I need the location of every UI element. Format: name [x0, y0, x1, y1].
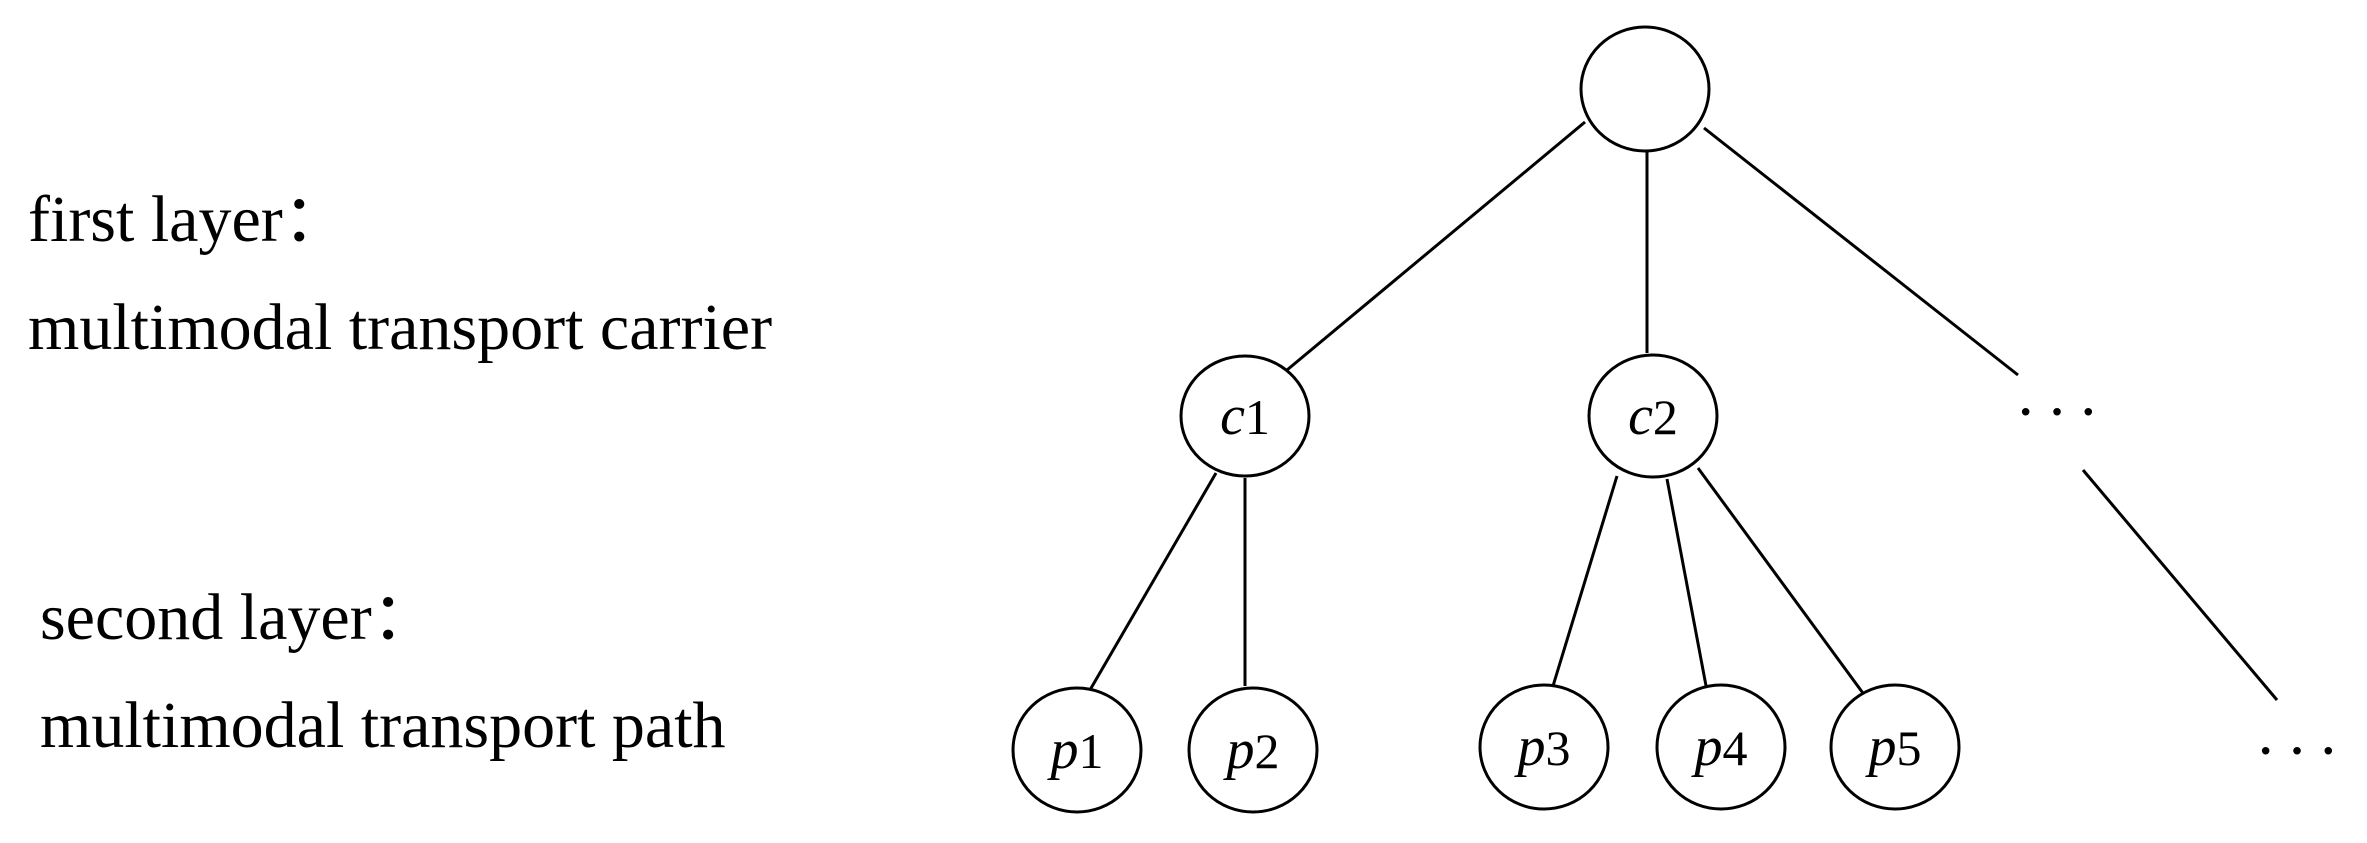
edge-c2-p3 [1551, 475, 1619, 687]
path-node-p1: p1 [1011, 686, 1143, 814]
path-node-p3-label: p3 [1514, 716, 1571, 778]
path-p5-letter: p [1865, 716, 1897, 778]
first-layer-description: multimodal transport carrier [28, 291, 773, 364]
path-p5-index: 5 [1897, 720, 1922, 776]
path-node-p5-label: p5 [1865, 716, 1922, 778]
first-layer-heading: first layer： [28, 183, 349, 256]
edge-more-continuation [2081, 469, 2279, 701]
path-node-p1-label: p1 [1047, 719, 1104, 781]
path-node-p4: p4 [1655, 683, 1787, 811]
path-node-p3: p3 [1478, 683, 1610, 811]
path-p1-letter: p [1047, 719, 1079, 781]
carrier-ellipsis: ··· [2015, 376, 2109, 447]
first-layer-label: first layer： multimodal transport carrie… [28, 166, 772, 382]
path-p1-index: 1 [1079, 723, 1104, 779]
root-node [1579, 25, 1711, 153]
path-node-p2-label: p2 [1223, 719, 1280, 781]
second-layer-heading: second layer： [40, 581, 438, 654]
second-layer-description: multimodal transport path [40, 689, 726, 762]
edge-root-more [1703, 126, 2019, 377]
carrier-c1-index: 1 [1245, 389, 1270, 445]
carrier-c2-index: 2 [1653, 389, 1678, 445]
carrier-node-c2-label: c2 [1628, 385, 1678, 447]
path-p4-index: 4 [1723, 720, 1748, 776]
path-p3-letter: p [1514, 716, 1546, 778]
carrier-node-c1-label: c1 [1220, 385, 1270, 447]
path-p3-index: 3 [1546, 720, 1571, 776]
carrier-node-c2: c2 [1587, 353, 1719, 479]
edge-root-c1 [1286, 120, 1586, 372]
path-p2-letter: p [1223, 719, 1255, 781]
edge-c2-p5 [1696, 467, 1870, 701]
path-ellipsis: ··· [2255, 715, 2349, 786]
path-node-p2: p2 [1187, 686, 1319, 814]
path-node-p4-label: p4 [1691, 716, 1748, 778]
second-layer-label: second layer： multimodal transport path [40, 564, 726, 780]
edge-c1-p1 [1081, 472, 1218, 703]
carrier-node-c1: c1 [1179, 354, 1311, 478]
carrier-c2-letter: c [1628, 385, 1653, 447]
path-p2-index: 2 [1255, 723, 1280, 779]
path-p4-letter: p [1691, 716, 1723, 778]
carrier-c1-letter: c [1220, 385, 1245, 447]
path-node-p5: p5 [1829, 683, 1961, 811]
edge-c2-p4 [1665, 478, 1709, 692]
